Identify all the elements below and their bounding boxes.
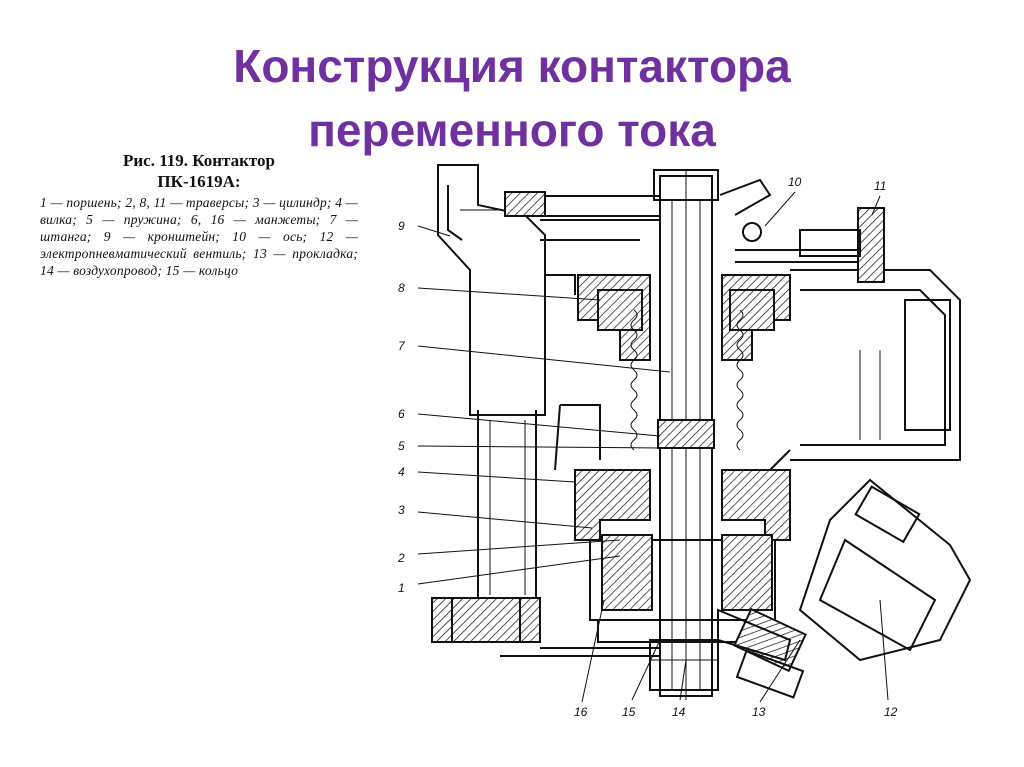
slide-title-line-1: Конструкция контактора <box>233 40 791 92</box>
label-4: 4 <box>398 465 405 479</box>
label-10: 10 <box>788 175 802 189</box>
label-13: 13 <box>752 705 766 719</box>
part-labels: 1 2 3 4 5 6 7 8 9 10 11 12 13 14 15 16 <box>397 175 898 719</box>
label-6: 6 <box>398 407 405 421</box>
top-traverse <box>504 191 661 295</box>
label-9: 9 <box>398 219 405 233</box>
label-15: 15 <box>622 705 636 719</box>
label-5: 5 <box>398 439 405 453</box>
label-12: 12 <box>884 705 898 719</box>
label-3: 3 <box>398 503 405 517</box>
traverse-8 <box>577 274 791 361</box>
caption-heading-line-1: Рис. 119. Контактор <box>123 151 275 170</box>
caption-legend: 1 — поршень; 2, 8, 11 — траверсы; 3 — ци… <box>40 195 358 278</box>
label-11: 11 <box>874 179 886 193</box>
label-14: 14 <box>672 705 686 719</box>
label-16: 16 <box>574 705 588 719</box>
label-8: 8 <box>398 281 405 295</box>
valve-12 <box>717 478 972 699</box>
label-7: 7 <box>398 339 406 353</box>
cylinder-3 <box>554 404 791 643</box>
traverse-11 <box>719 178 885 283</box>
label-2: 2 <box>397 551 405 565</box>
caption-heading-line-2: ПК-1619А: <box>157 172 241 191</box>
slide-title-line-2: переменного тока <box>308 104 716 156</box>
spring-5 <box>630 309 744 451</box>
label-1: 1 <box>398 581 405 595</box>
bracket-9 <box>431 164 660 657</box>
leader-lines <box>417 191 889 703</box>
figure-caption: Рис. 119. Контактор ПК-1619А: 1 — поршен… <box>40 150 358 279</box>
